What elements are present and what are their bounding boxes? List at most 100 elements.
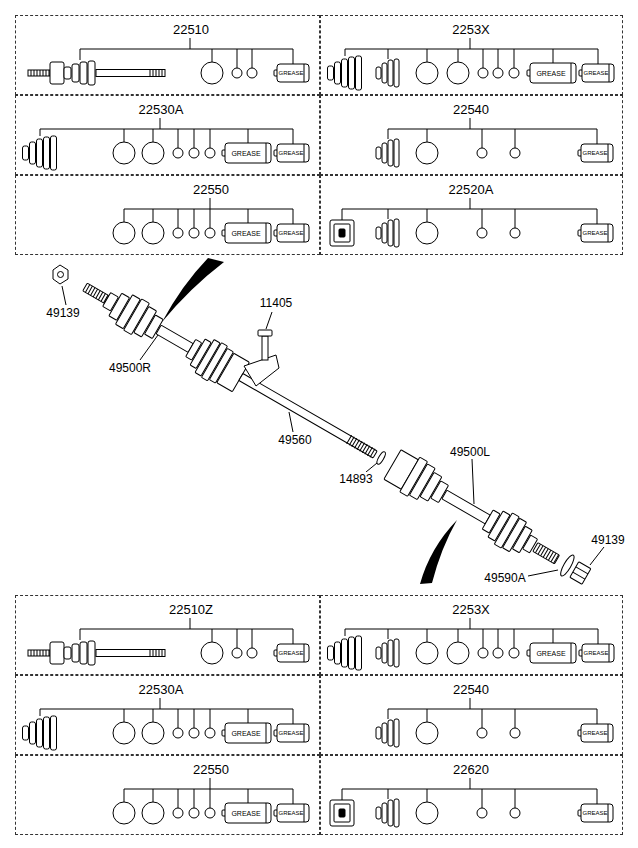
boot-symbol xyxy=(388,220,393,246)
tube-label: GREASE xyxy=(231,150,260,157)
clip-ring xyxy=(478,68,488,78)
o-ring xyxy=(113,142,135,164)
o-ring xyxy=(416,722,438,744)
boot-symbol xyxy=(30,722,36,744)
boot-symbol xyxy=(388,140,393,166)
bracket-line xyxy=(515,209,516,228)
shaft-bar xyxy=(96,650,165,657)
bracket-line xyxy=(194,209,195,228)
boot-symbol xyxy=(37,139,43,167)
grease-tube xyxy=(225,803,271,823)
bracket-line xyxy=(388,709,597,710)
bracket-line xyxy=(427,209,428,222)
clip-ring xyxy=(232,648,242,658)
part-number: 22510Z xyxy=(169,602,213,617)
bracket-line xyxy=(388,209,389,219)
leader-line xyxy=(472,459,474,504)
grease-tube xyxy=(225,143,271,163)
bracket-line xyxy=(212,629,213,642)
o-ring xyxy=(201,62,223,84)
clip-ring xyxy=(247,648,257,658)
clip-ring xyxy=(247,68,257,78)
shaft-bar xyxy=(442,490,490,524)
tube-cap xyxy=(609,64,610,82)
tube-cap xyxy=(304,64,305,82)
callout-number: 49139 xyxy=(45,306,80,320)
clip-ring xyxy=(173,148,183,158)
boot-symbol xyxy=(23,726,29,740)
shaft-stub xyxy=(28,70,50,76)
joint-housing xyxy=(50,62,64,84)
clip-ring xyxy=(510,728,520,738)
bracket-line xyxy=(482,709,483,728)
bracket-line xyxy=(178,709,179,728)
bracket-line xyxy=(237,49,238,68)
o-ring xyxy=(416,142,438,164)
bracket-line xyxy=(470,38,471,49)
bracket-line xyxy=(482,789,483,808)
bracket-line xyxy=(388,789,389,799)
grease-tube xyxy=(581,724,613,742)
bolt-head xyxy=(258,330,272,336)
joint-housing xyxy=(339,229,345,237)
bracket-line xyxy=(248,209,249,223)
bracket-line xyxy=(514,49,515,68)
tube-cap xyxy=(304,144,305,162)
clip-ring xyxy=(205,728,215,738)
part-number: 22620 xyxy=(453,762,489,777)
bracket-line xyxy=(40,129,41,136)
boot-symbol xyxy=(349,637,355,669)
part-kit-panel: 22550 xyxy=(15,755,320,835)
bolt xyxy=(262,336,268,360)
bracket-line xyxy=(293,209,294,224)
bracket-line xyxy=(482,209,483,228)
part-kit-panel: 22530A xyxy=(15,95,320,175)
part-kit-panel: 22520A xyxy=(320,175,623,255)
boot-symbol xyxy=(388,720,393,746)
clip-ring xyxy=(478,648,488,658)
bracket-line xyxy=(470,778,471,789)
grease-tube xyxy=(225,223,271,243)
spline-line xyxy=(37,650,38,656)
detail-swoosh xyxy=(420,520,457,584)
spline-line xyxy=(150,70,151,77)
spline-line xyxy=(34,650,35,656)
snap-ring xyxy=(376,451,387,466)
o-ring xyxy=(142,802,164,824)
leader-line xyxy=(528,570,558,576)
boot-symbol xyxy=(342,639,348,667)
bracket-line xyxy=(248,129,249,143)
clip-ring xyxy=(205,228,215,238)
clip-ring xyxy=(189,148,199,158)
bracket-line xyxy=(194,789,195,808)
bracket-line xyxy=(470,698,471,709)
tube-cap xyxy=(266,803,267,823)
boot-symbol xyxy=(51,136,57,170)
bracket-line xyxy=(178,209,179,228)
callout-number: 49500L xyxy=(449,445,491,459)
spline-line xyxy=(31,70,32,76)
nut-hole xyxy=(58,272,64,278)
leader-line xyxy=(266,312,272,329)
o-ring xyxy=(416,62,438,84)
bracket-line xyxy=(598,49,599,64)
spline-line xyxy=(49,70,50,76)
callout-number: 49560 xyxy=(277,433,312,447)
tube-cap xyxy=(266,723,267,743)
bracket-line xyxy=(597,789,598,804)
bracket-line xyxy=(252,629,253,648)
clip-ring xyxy=(205,808,215,818)
shaft-bar xyxy=(156,325,193,352)
bracket-line xyxy=(515,129,516,148)
o-ring xyxy=(113,722,135,744)
tube-cap xyxy=(608,724,609,742)
leader-line xyxy=(590,547,604,565)
clip-ring xyxy=(477,228,487,238)
drive-shaft-assembly xyxy=(75,270,596,594)
grease-tube xyxy=(277,144,309,162)
boot-symbol xyxy=(64,67,71,79)
spline-line xyxy=(162,650,163,657)
bracket-line xyxy=(515,789,516,808)
tube-cap xyxy=(304,724,305,742)
